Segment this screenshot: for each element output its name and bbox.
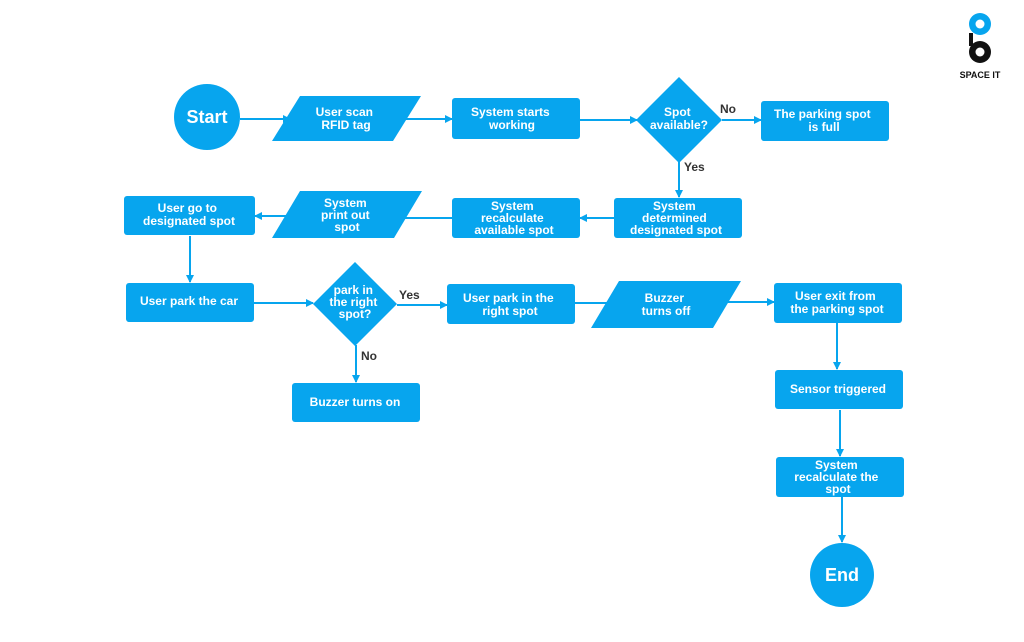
edges xyxy=(186,115,846,543)
go-to-spot-label: User go to designated spot xyxy=(143,201,235,228)
end-node: End xyxy=(810,543,874,607)
spot-full-node: The parking spot is full xyxy=(761,101,889,141)
park-car-label: User park the car xyxy=(140,294,238,308)
edge-label-no: No xyxy=(720,102,736,116)
recalculate-spot-label: System recalculate the spot xyxy=(794,458,881,496)
start-node: Start xyxy=(174,84,240,150)
go-to-spot-node: User go to designated spot xyxy=(124,196,255,235)
logo-text: SPACE IT xyxy=(960,70,1001,80)
park-car-node: User park the car xyxy=(126,283,254,322)
edge-label-no: No xyxy=(361,349,377,363)
sensor-label: Sensor triggered xyxy=(790,382,886,396)
right-spot-node: park in the right spot? xyxy=(313,262,397,346)
system-starts-node: System starts working xyxy=(452,98,580,139)
edge-label-yes: Yes xyxy=(399,288,420,302)
print-spot-node: System print out spot xyxy=(272,191,422,238)
system-starts-label: System starts working xyxy=(471,105,553,132)
buzzer-on-node: Buzzer turns on xyxy=(292,383,420,422)
spot-available-label: Spot available? xyxy=(650,105,708,132)
print-spot-label: System print out spot xyxy=(321,196,373,234)
spot-full-label: The parking spot is full xyxy=(774,107,874,134)
sensor-node: Sensor triggered xyxy=(775,370,903,409)
right-spot-label: park in the right spot? xyxy=(329,283,380,321)
determined-spot-label: System determined designated spot xyxy=(630,199,722,237)
recalculate-spot-node: System recalculate the spot xyxy=(776,457,904,497)
recalculate-available-node: System recalculate available spot xyxy=(452,198,580,238)
buzzer-off-label: Buzzer turns off xyxy=(642,291,692,318)
scan-rfid-node: User scan RFID tag xyxy=(272,96,421,141)
end-label: End xyxy=(825,565,859,585)
space-it-logo-icon xyxy=(969,13,991,63)
recalculate-available-label: System recalculate available spot xyxy=(474,199,553,237)
buzzer-off-node: Buzzer turns off xyxy=(591,281,741,328)
start-label: Start xyxy=(186,107,227,127)
edge-label-yes: Yes xyxy=(684,160,705,174)
spot-available-node: Spot available? xyxy=(636,77,722,163)
park-right-label: User park in the right spot xyxy=(463,291,557,318)
park-right-node: User park in the right spot xyxy=(447,284,575,324)
determined-spot-node: System determined designated spot xyxy=(614,198,742,238)
space-it-logo: SPACE IT xyxy=(960,13,1001,80)
scan-rfid-label: User scan RFID tag xyxy=(316,105,377,132)
exit-spot-label: User exit from the parking spot xyxy=(790,289,883,316)
buzzer-on-label: Buzzer turns on xyxy=(310,395,401,409)
exit-spot-node: User exit from the parking spot xyxy=(774,283,902,323)
